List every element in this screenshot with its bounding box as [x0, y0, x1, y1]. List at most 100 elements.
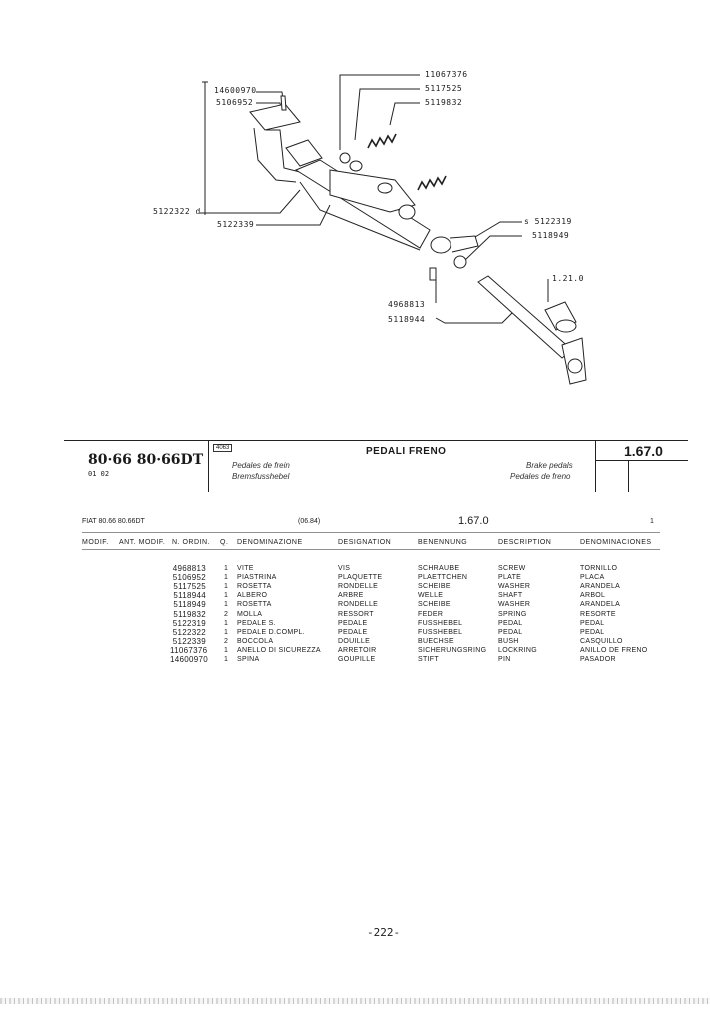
- cell-es: ARBOL: [580, 592, 606, 600]
- col-q: Q.: [220, 539, 229, 546]
- cell-en: SHAFT: [498, 592, 523, 600]
- cell-fr: PEDALE: [338, 619, 368, 627]
- cell-it: PEDALE D.COMPL.: [237, 628, 305, 636]
- cell-fr: RONDELLE: [338, 601, 379, 609]
- page-title: PEDALI FRENO: [366, 446, 447, 457]
- cell-q: 1: [224, 619, 229, 627]
- col-ant-modif: ANT. MODIF.: [119, 539, 166, 546]
- cell-de: BUECHSE: [418, 637, 454, 645]
- callout-5122322: 5122322 d: [153, 207, 201, 216]
- header-top-rule: [64, 440, 688, 441]
- cell-fr: GOUPILLE: [338, 656, 376, 663]
- callout-11067376: 11067376: [425, 70, 468, 79]
- cell-fr: PLAQUETTE: [338, 574, 383, 582]
- callout-1-21-0: 1.21.0: [552, 274, 584, 283]
- cell-it: PIASTRINA: [237, 574, 277, 582]
- info-rule: [82, 532, 660, 533]
- cell-num: 5122319: [172, 618, 206, 628]
- col-benennung: BENENNUNG: [418, 539, 468, 546]
- cell-num: 5106952: [172, 573, 206, 583]
- cell-fr: DOUILLE: [338, 637, 371, 645]
- callout-14600970: 14600970: [214, 86, 257, 95]
- cell-en: WASHER: [498, 583, 531, 591]
- cell-de: FUSSHEBEL: [418, 619, 463, 627]
- cell-num: 5118949: [173, 600, 206, 610]
- info-ref: 1.67.0: [458, 515, 489, 527]
- table-row: 5118944 1 ALBERO ARBRE WELLE SHAFT ARBOL: [0, 591, 710, 601]
- cell-en: WASHER: [498, 601, 531, 609]
- callout-5118949: 5118949: [532, 231, 570, 240]
- cell-it: VITE: [237, 565, 254, 572]
- cell-es: CASQUILLO: [580, 637, 623, 645]
- cell-de: FEDER: [418, 610, 444, 618]
- cell-num: 11067376: [170, 645, 208, 655]
- cell-q: 1: [224, 592, 229, 600]
- callout-5106952: 5106952: [216, 98, 254, 107]
- cell-de: PLAETTCHEN: [418, 574, 468, 582]
- title-es: Pedales de frein: [232, 461, 290, 470]
- cell-q: 1: [224, 574, 229, 582]
- cell-de: FUSSHEBEL: [418, 628, 463, 636]
- title-es2: Pedales de freno: [510, 472, 571, 481]
- cell-de: SICHERUNGSRING: [418, 646, 487, 654]
- col-denominaciones: DENOMINACIONES: [580, 539, 652, 546]
- cell-it: ALBERO: [237, 592, 268, 600]
- cell-q: 1: [224, 583, 229, 591]
- col-designation: DESIGNATION: [338, 539, 392, 546]
- cell-fr: VIS: [338, 565, 351, 572]
- model-title: 80·66 80·66DT: [88, 452, 204, 468]
- callout-5118944: 5118944: [388, 315, 426, 324]
- callout-5119832: 5119832: [425, 98, 463, 107]
- cell-it: SPINA: [237, 656, 260, 663]
- title-de: Bremsfusshebel: [232, 472, 290, 481]
- cell-de: WELLE: [418, 592, 444, 600]
- cell-es: RESORTE: [580, 610, 616, 618]
- pedal-plate-2: [285, 139, 323, 167]
- cell-q: 2: [224, 610, 229, 618]
- cell-q: 2: [224, 637, 229, 645]
- cell-de: STIFT: [418, 656, 439, 663]
- cell-it: MOLLA: [237, 610, 263, 618]
- cell-es: ANILLO DE FRENO: [580, 646, 648, 654]
- cell-q: 1: [224, 656, 229, 663]
- cell-it: BOCCOLA: [237, 637, 274, 645]
- cell-en: LOCKRING: [498, 646, 537, 654]
- cell-de: SCHEIBE: [418, 601, 451, 609]
- cell-en: BUSH: [498, 637, 519, 645]
- group-code: 4063: [213, 444, 233, 452]
- cell-num: 4968813: [172, 564, 206, 573]
- cell-fr: ARRETOIR: [338, 646, 377, 654]
- col-modif: MODIF.: [82, 539, 109, 546]
- cell-num: 5118944: [173, 591, 206, 601]
- cell-it: ANELLO DI SICUREZZA: [237, 646, 321, 654]
- cell-en: PIN: [498, 656, 511, 663]
- cell-it: ROSETTA: [237, 583, 272, 591]
- cell-q: 1: [224, 628, 229, 636]
- exploded-diagram: [200, 74, 587, 385]
- cell-it: ROSETTA: [237, 601, 272, 609]
- callout-5122319: s 5122319: [524, 217, 572, 226]
- info-date: (06.84): [298, 518, 321, 525]
- header-divider: [628, 460, 629, 492]
- cell-num: 5122322: [172, 627, 206, 637]
- callout-4968813: 4968813: [388, 300, 426, 309]
- header-rule: [595, 460, 688, 461]
- cell-fr: PEDALE: [338, 628, 368, 636]
- cell-es: TORNILLO: [580, 565, 618, 572]
- cell-de: SCHEIBE: [418, 583, 451, 591]
- colhead-rule: [82, 549, 660, 550]
- cell-fr: ARBRE: [338, 592, 364, 600]
- cell-es: PEDAL: [580, 619, 605, 627]
- info-model: FIAT 80.66 80.66DT: [82, 518, 145, 525]
- col-n-ordin: N. ORDIN.: [172, 539, 210, 546]
- cell-de: SCHRAUBE: [418, 565, 460, 572]
- title-en: Brake pedals: [526, 461, 573, 470]
